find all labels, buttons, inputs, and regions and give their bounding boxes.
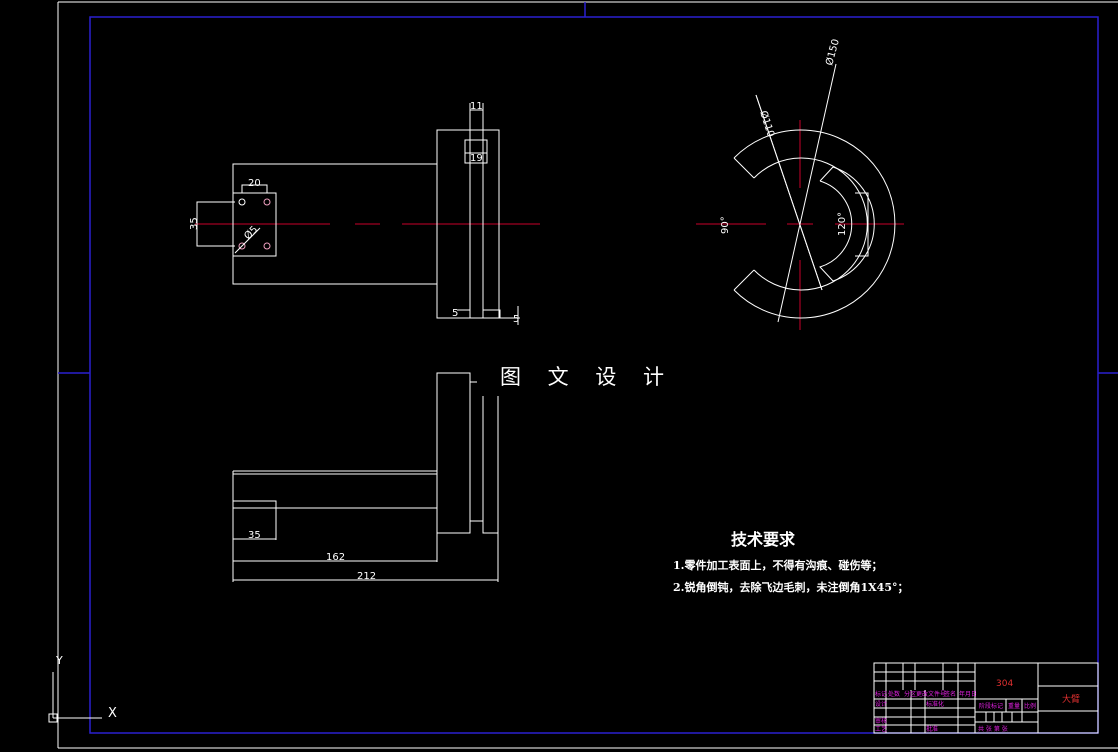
dim-len-162: 162	[326, 552, 345, 563]
front-view	[195, 103, 540, 325]
dim-len-212: 212	[357, 571, 376, 582]
title-block-label: 更改文件号	[916, 690, 946, 698]
ucs-icon: Y X	[48, 654, 117, 723]
side-view	[696, 63, 904, 330]
title-block-label: 处数	[888, 690, 900, 698]
frame-center-marks	[58, 2, 1118, 374]
requirement-item: 1.零件加工表面上，不得有沟痕、碰伤等；	[673, 558, 882, 572]
top-view-dimensions: 35 162 212	[248, 530, 376, 582]
dim-11: 11	[470, 101, 483, 112]
material-text: 304	[996, 679, 1013, 689]
inner-frame	[89, 16, 1099, 734]
dim-dia-110: Ø110	[757, 109, 777, 138]
requirements-title: 技术要求	[731, 530, 796, 549]
title-block-label: 标记	[875, 690, 887, 698]
title-block-label: 批准	[926, 725, 938, 733]
title-block-label: 分区	[904, 690, 916, 698]
dim-angle-120: 120°	[837, 212, 848, 236]
dim-5a: 5	[452, 308, 458, 319]
title-block-label: 审核	[875, 717, 887, 725]
dim-len-35: 35	[248, 530, 261, 541]
ucs-y-label: Y	[55, 654, 63, 667]
title-block-label: 阶段标记	[979, 702, 1003, 710]
title-block-label: 重量	[1008, 702, 1020, 710]
title-block-label: 签名	[944, 690, 956, 698]
dim-20: 20	[248, 178, 261, 189]
part-name-text: 大臂	[1062, 693, 1080, 705]
watermark-text: 图 文 设 计	[500, 365, 674, 389]
dim-hole: Ø5	[242, 224, 261, 243]
outer-frame	[57, 1, 1118, 749]
dim-dia-150: Ø150	[823, 38, 842, 67]
top-view	[232, 372, 499, 582]
title-block-label: 设计	[875, 700, 887, 708]
title-block: 标记 处数 分区 更改文件号 签名 年月日 设计 标准化 阶段标记 重量 比例 …	[873, 662, 1099, 734]
technical-requirements: 技术要求 1.零件加工表面上，不得有沟痕、碰伤等； 2.锐角倒钝，去除飞边毛刺，…	[673, 530, 908, 594]
requirement-item: 2.锐角倒钝，去除飞边毛刺，未注倒角1X45°；	[673, 580, 908, 594]
dim-5b: 5	[513, 314, 519, 325]
title-block-label: 标准化	[926, 700, 944, 708]
dim-angle-90: 90°	[720, 216, 731, 234]
side-view-dimensions: Ø150 Ø110 90° 120°	[720, 38, 848, 236]
ucs-x-label: X	[108, 706, 117, 721]
title-block-label: 年月日	[959, 690, 977, 698]
title-block-label: 共 张 第 张	[978, 725, 1008, 733]
dim-19: 19	[470, 153, 483, 164]
title-block-label: 工艺	[875, 725, 887, 733]
dim-35: 35	[189, 217, 200, 230]
title-block-label: 比例	[1024, 702, 1036, 710]
